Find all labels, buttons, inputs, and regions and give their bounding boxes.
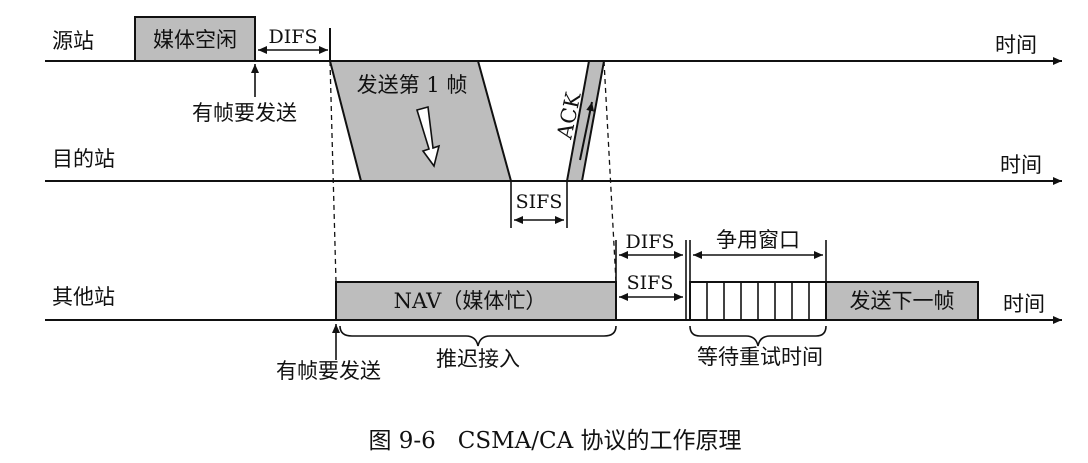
nav-box <box>335 281 617 321</box>
backoff-wait-brace <box>689 325 827 347</box>
ack-end-dashed-guide <box>603 60 617 283</box>
defer-access-brace <box>339 325 617 347</box>
nav-label: NAV（媒体忙） <box>394 289 547 313</box>
ack-direction-icon <box>579 101 595 161</box>
sifs-label: SIFS <box>516 191 563 213</box>
source-difs-label: DIFS <box>269 26 318 48</box>
contention-window-label: 争用窗口 <box>716 228 800 252</box>
medium-idle-box <box>134 16 256 62</box>
medium-idle-label: 媒体空闲 <box>153 28 237 52</box>
source-time-label: 时间 <box>995 33 1037 57</box>
transmission-direction-icon <box>415 105 441 168</box>
other-frame-to-send-label: 有帧要发送 <box>276 359 381 383</box>
source-station-label: 源站 <box>52 29 94 53</box>
other-station-label: 其他站 <box>52 285 115 309</box>
other-difs-label: DIFS <box>626 231 675 253</box>
ack-frame-shape <box>565 60 606 182</box>
frame-start-dashed-guide <box>329 60 337 283</box>
backoff-wait-label: 等待重试时间 <box>697 345 823 369</box>
send-next-frame-label: 发送下一帧 <box>850 289 955 313</box>
destination-time-label: 时间 <box>1000 153 1042 177</box>
defer-access-label: 推迟接入 <box>436 347 520 371</box>
other-sifs-label: SIFS <box>627 272 674 294</box>
send-first-frame-label: 发送第 1 帧 <box>357 73 468 97</box>
source-frame-to-send-label: 有帧要发送 <box>192 101 297 125</box>
destination-station-label: 目的站 <box>52 147 115 171</box>
figure-caption: 图 9-6 CSMA/CA 协议的工作原理 <box>368 428 741 454</box>
next-frame-box <box>825 281 979 321</box>
backoff-slots <box>689 281 827 321</box>
other-time-label: 时间 <box>1003 292 1045 316</box>
